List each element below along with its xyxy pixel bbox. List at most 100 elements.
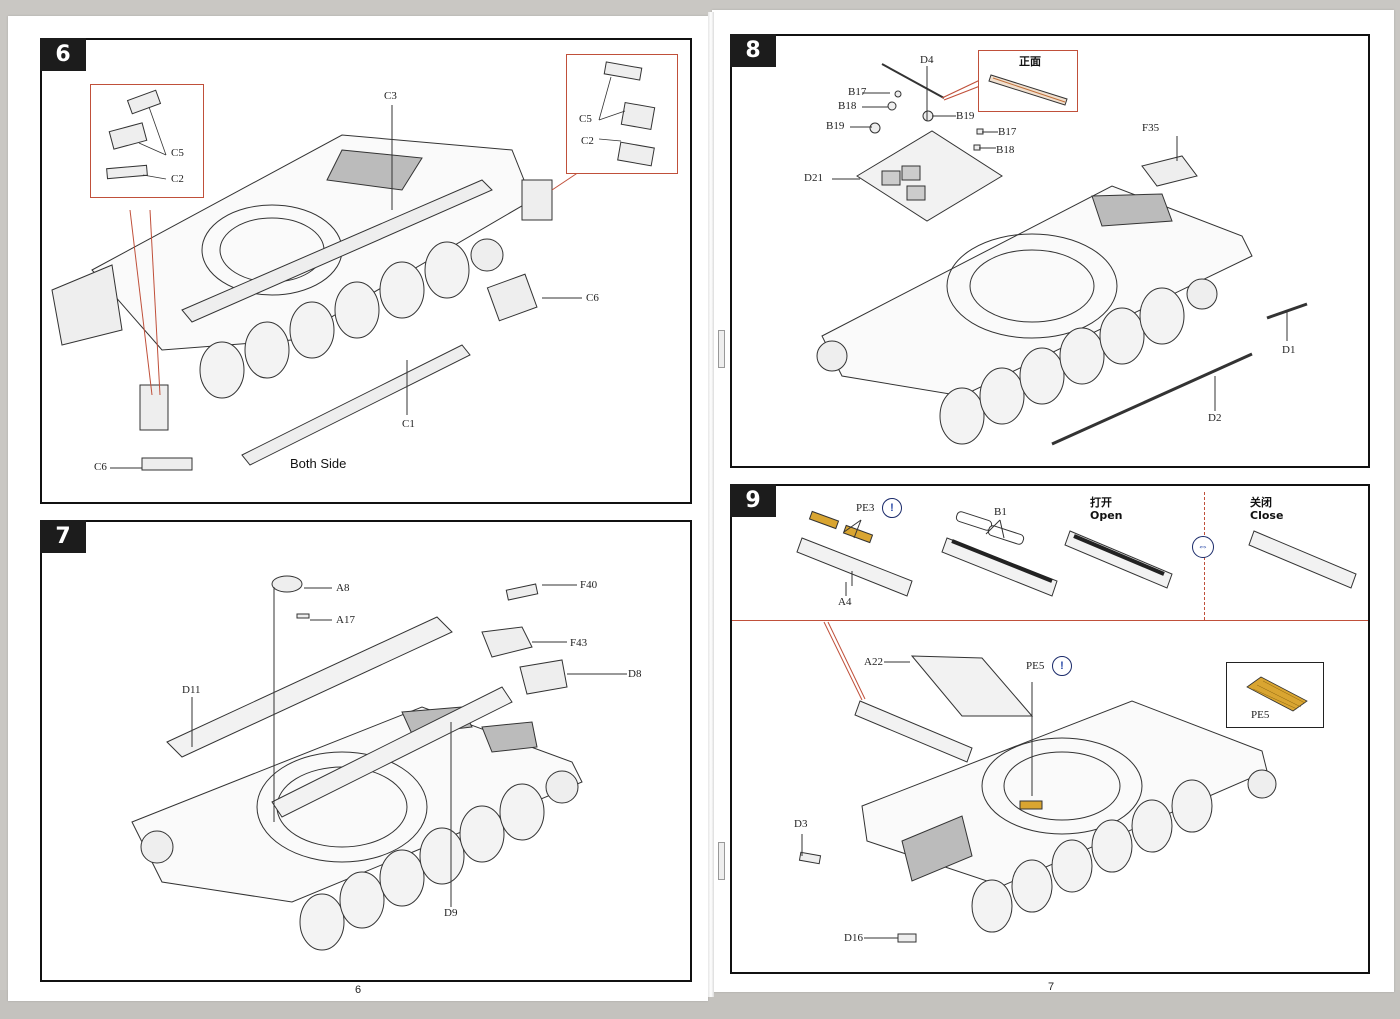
- turret-ring-inner: [1003, 751, 1121, 821]
- close-label: 关闭 Close: [1250, 496, 1283, 522]
- part-label-f40: F40: [580, 579, 598, 591]
- part-label-d9: D9: [444, 907, 458, 919]
- step-number-badge: 7: [40, 520, 86, 553]
- part-label-b17-right: B17: [998, 126, 1017, 138]
- step-9-panel: 9: [730, 484, 1370, 974]
- close-label-cn: 关闭: [1250, 496, 1272, 509]
- box-f43: [481, 626, 533, 658]
- track-assembly-left: [139, 384, 169, 431]
- photo-etch-pe5-part: [1019, 800, 1043, 810]
- photo-etch-tool-icon: !: [882, 498, 902, 518]
- part-label-b18-right: B18: [996, 144, 1015, 156]
- step-6-hull-drawing: [51, 105, 583, 471]
- cover-b1-b: [987, 525, 1025, 545]
- part-label-d8: D8: [628, 668, 642, 680]
- idler-wheel: [140, 830, 174, 864]
- engine-grille: [326, 149, 423, 191]
- photo-etch-pe3-b: [842, 524, 874, 544]
- hull-outline: [131, 706, 583, 903]
- part-label-a17: A17: [336, 614, 355, 626]
- part-label-c1: C1: [402, 418, 415, 430]
- box-d8: [519, 659, 568, 695]
- step-number-badge: 6: [40, 38, 86, 71]
- part-label-c6-left: C6: [94, 461, 107, 473]
- staple-top: [718, 330, 725, 368]
- part-label-d2: D2: [1208, 412, 1222, 424]
- part-label-b18-left: B18: [838, 100, 857, 112]
- drive-sprocket: [545, 770, 579, 804]
- part-label-d4: D4: [920, 54, 934, 66]
- engine-grille: [901, 815, 973, 882]
- part-label-d1: D1: [1282, 344, 1296, 356]
- bar-d4: [881, 63, 945, 99]
- open-label-en: Open: [1090, 509, 1123, 522]
- vent-housing-b1: [941, 537, 1058, 597]
- photo-etch-pe3-a: [808, 510, 840, 530]
- photo-etch-tool-icon: !: [1052, 656, 1072, 676]
- idler-wheel: [1247, 769, 1277, 799]
- step-number-badge: 9: [730, 484, 776, 517]
- turret-ring: [256, 751, 428, 863]
- part-label-b17-left: B17: [848, 86, 867, 98]
- engine-grille-2: [481, 721, 538, 753]
- turret-ring-inner: [969, 249, 1095, 323]
- inset-right-label-c5: C5: [579, 113, 592, 125]
- part-a17: [296, 613, 310, 619]
- part-label-c3: C3: [384, 90, 397, 102]
- front-track-wrap: [51, 264, 123, 346]
- drive-sprocket: [1186, 278, 1218, 310]
- inset-track-assembly-right: C5 C2: [566, 54, 678, 174]
- turret-ring: [946, 233, 1118, 339]
- step-7-panel: 7: [40, 520, 692, 982]
- part-label-f43: F43: [570, 637, 588, 649]
- inset-track-links-drawing: [106, 89, 167, 180]
- cover-b1-a: [955, 511, 993, 531]
- inset-pe5-drawing: [1246, 676, 1308, 712]
- box-f40: [505, 583, 539, 601]
- part-d3: [798, 851, 822, 865]
- hatch-a8: [271, 575, 303, 593]
- drive-sprocket: [470, 238, 504, 272]
- inset-label-pe5: PE5: [1251, 709, 1270, 721]
- close-label-en: Close: [1250, 509, 1284, 522]
- bracket-f35: [1141, 155, 1198, 187]
- part-label-d11: D11: [182, 684, 201, 696]
- inset-track-links-drawing: [598, 61, 656, 167]
- both-side-note: Both Side: [290, 456, 347, 471]
- cover-a22: [910, 655, 1034, 717]
- inset-track-assembly-left: C5 C2: [90, 84, 204, 198]
- open-close-arrow-icon: ⇔: [1192, 536, 1214, 558]
- inset-front-view: 正面: [978, 50, 1078, 112]
- part-label-f35: F35: [1142, 122, 1160, 134]
- part-label-a8: A8: [336, 582, 350, 594]
- part-label-b1: B1: [994, 506, 1007, 518]
- part-label-b19-right: B19: [956, 110, 975, 122]
- upper-track-c3: [181, 179, 493, 323]
- part-label-c6-right: C6: [586, 292, 599, 304]
- fender-d11: [166, 616, 453, 758]
- step-number-badge: 8: [730, 34, 776, 67]
- vent-closed: [1248, 530, 1357, 589]
- inset-left-label-c2: C2: [171, 173, 184, 185]
- turret-ring: [981, 737, 1143, 835]
- inset-right-label-c2: C2: [581, 135, 594, 147]
- staple-bottom: [718, 842, 725, 880]
- lower-track-c1: [241, 344, 471, 466]
- step-8-panel: 8: [730, 34, 1370, 468]
- step-7-hull-drawing: [131, 575, 627, 951]
- open-label: 打开 Open: [1090, 496, 1123, 522]
- open-label-cn: 打开: [1090, 496, 1112, 509]
- part-label-pe3: PE3: [856, 502, 875, 514]
- track-assembly-c6: [486, 273, 538, 322]
- inset-caption-front: 正面: [1019, 55, 1041, 68]
- hull-outline: [821, 185, 1253, 397]
- vent-assembly: [854, 700, 973, 763]
- step-6-panel: 6: [40, 38, 692, 504]
- track-assembly-right: [521, 179, 553, 221]
- booklet-spine: [708, 12, 714, 997]
- fender-d9: [271, 686, 513, 818]
- inset-bar-drawing: [988, 74, 1068, 106]
- part-label-d3: D3: [794, 818, 808, 830]
- rail-d2: [1051, 352, 1253, 446]
- inset-left-label-c5: C5: [171, 147, 184, 159]
